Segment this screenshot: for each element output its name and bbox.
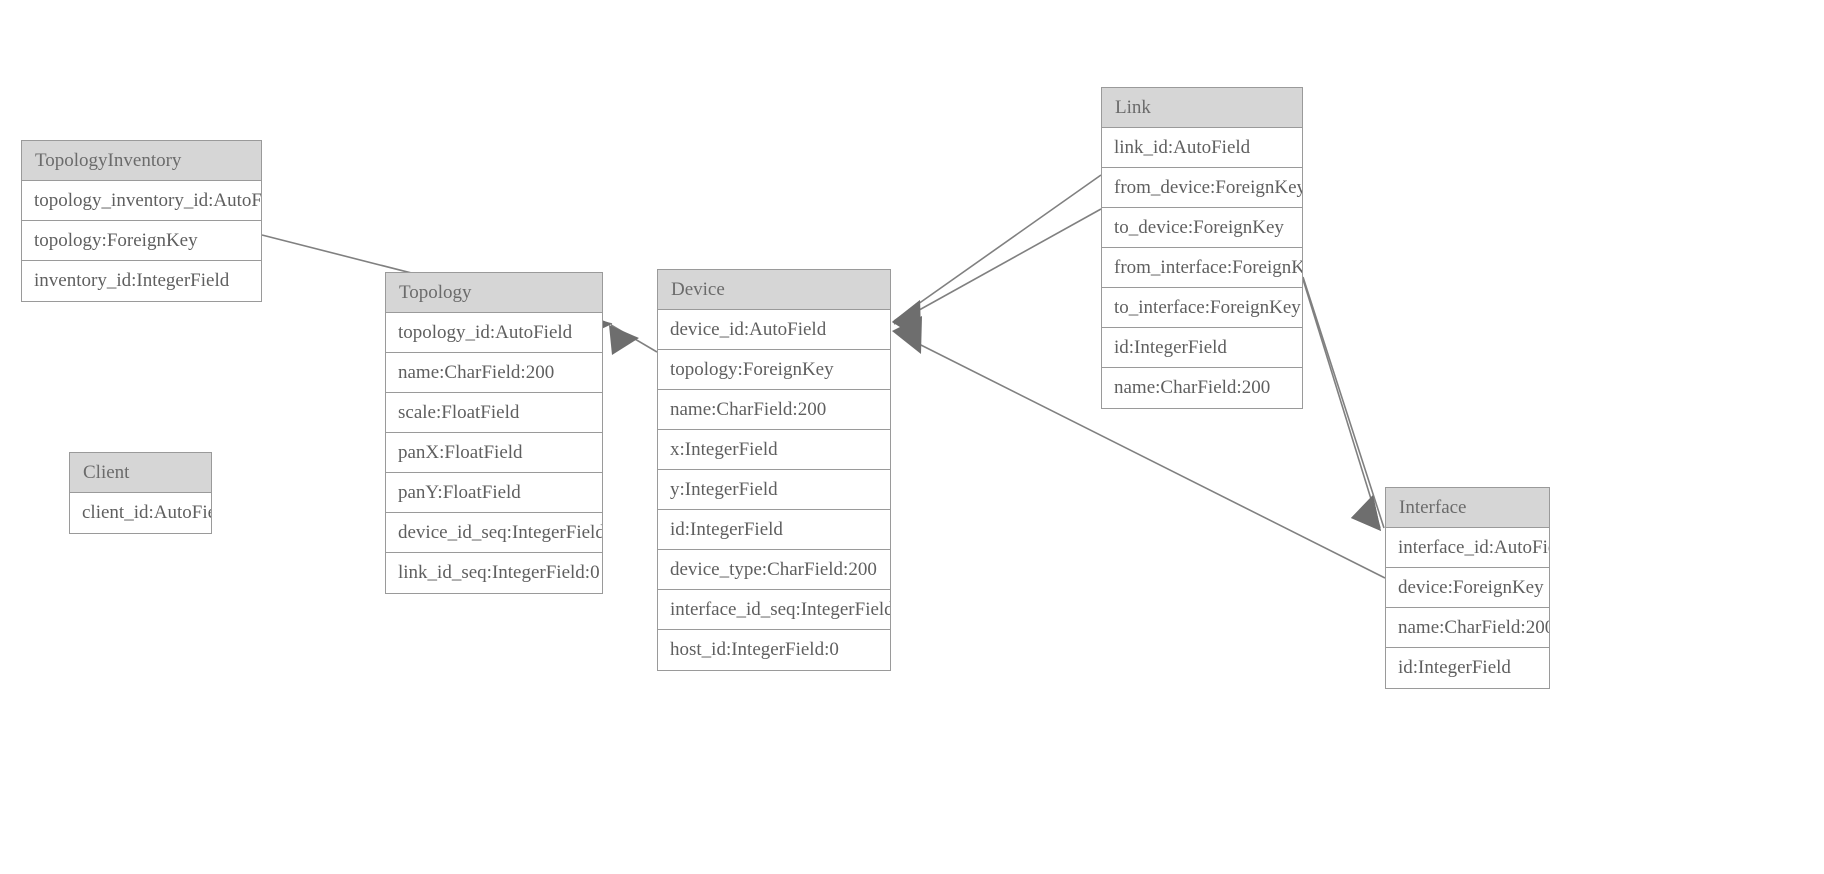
entity-field: interface_id:AutoField xyxy=(1386,528,1549,568)
entity-field: device_id:AutoField xyxy=(658,310,890,350)
entity-field: scale:FloatField xyxy=(386,393,602,433)
edge-arrowhead xyxy=(1351,495,1381,531)
entity-interface[interactable]: Interfaceinterface_id:AutoFielddevice:Fo… xyxy=(1385,487,1550,689)
entity-field: from_device:ForeignKey xyxy=(1102,168,1302,208)
edge-line xyxy=(893,174,1102,322)
edge-arrowhead xyxy=(609,325,639,355)
relationship-edge xyxy=(609,324,658,355)
edge-arrowhead xyxy=(1351,495,1381,531)
entity-field: link_id:AutoField xyxy=(1102,128,1302,168)
entity-field: panY:FloatField xyxy=(386,473,602,513)
entity-field: link_id_seq:IntegerField:0 xyxy=(386,553,602,593)
entity-field: topology_inventory_id:AutoField xyxy=(22,181,261,221)
edge-line xyxy=(610,324,658,353)
entity-title: Interface xyxy=(1386,488,1549,528)
edge-line xyxy=(1302,276,1385,529)
entity-field: name:CharField:200 xyxy=(1102,368,1302,408)
entity-field: to_interface:ForeignKey xyxy=(1102,288,1302,328)
entity-field: host_id:IntegerField:0 xyxy=(658,630,890,670)
entity-field: panX:FloatField xyxy=(386,433,602,473)
entity-field: to_device:ForeignKey xyxy=(1102,208,1302,248)
entity-field: client_id:AutoField xyxy=(70,493,211,533)
entity-field: x:IntegerField xyxy=(658,430,890,470)
relationship-edge xyxy=(1302,276,1385,531)
entity-field: device_id_seq:IntegerField:0 xyxy=(386,513,602,553)
edge-arrowhead xyxy=(892,300,921,340)
entity-field: interface_id_seq:IntegerField:0 xyxy=(658,590,890,630)
entity-field: device_type:CharField:200 xyxy=(658,550,890,590)
entity-field: topology:ForeignKey xyxy=(658,350,890,390)
relationship-edge xyxy=(892,174,1102,340)
entity-field: inventory_id:IntegerField xyxy=(22,261,261,301)
entity-field: from_interface:ForeignKey xyxy=(1102,248,1302,288)
edge-arrowhead xyxy=(892,316,922,354)
entity-field: name:CharField:200 xyxy=(1386,608,1549,648)
entity-title: Client xyxy=(70,453,211,493)
entity-field: name:CharField:200 xyxy=(658,390,890,430)
edge-arrowhead xyxy=(892,300,921,340)
entity-title: Topology xyxy=(386,273,602,313)
entity-field: y:IntegerField xyxy=(658,470,890,510)
entity-field: name:CharField:200 xyxy=(386,353,602,393)
relationship-edge xyxy=(892,208,1102,340)
entity-title: Device xyxy=(658,270,890,310)
relationship-edge xyxy=(1296,259,1381,531)
edge-line xyxy=(893,208,1102,325)
entity-field: id:IntegerField xyxy=(658,510,890,550)
entity-field: device:ForeignKey xyxy=(1386,568,1549,608)
entity-field: topology:ForeignKey xyxy=(22,221,261,261)
entity-title: Link xyxy=(1102,88,1302,128)
entity-title: TopologyInventory xyxy=(22,141,261,181)
entity-field: topology_id:AutoField xyxy=(386,313,602,353)
edge-line xyxy=(1296,259,1381,529)
entity-field: id:IntegerField xyxy=(1102,328,1302,368)
entity-field: id:IntegerField xyxy=(1386,648,1549,688)
